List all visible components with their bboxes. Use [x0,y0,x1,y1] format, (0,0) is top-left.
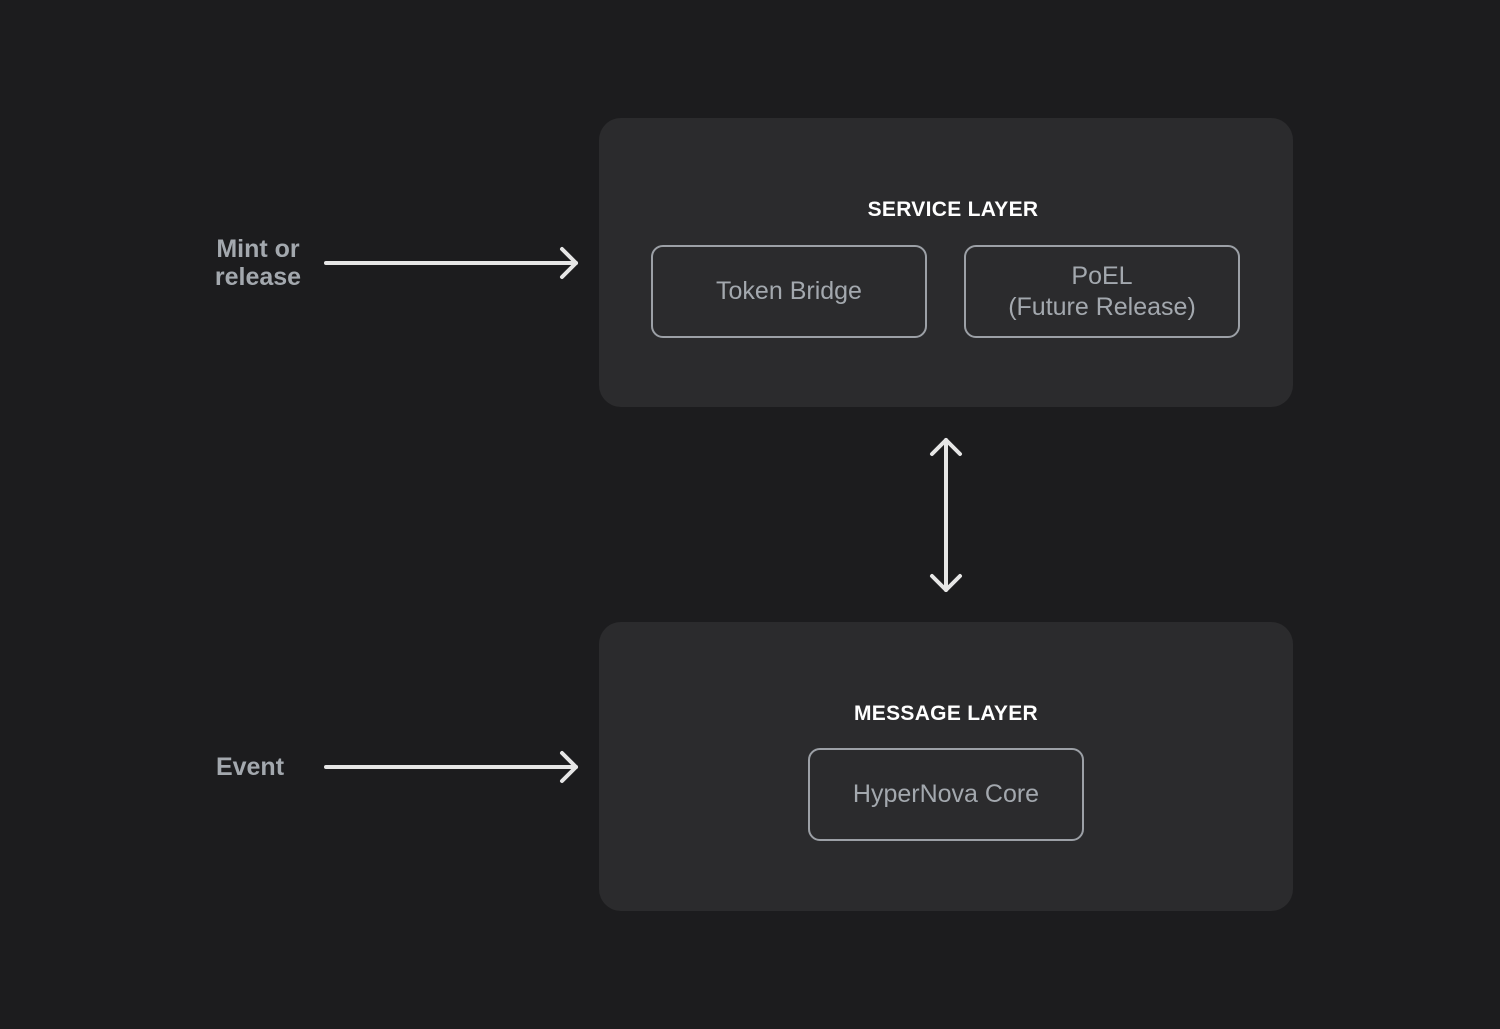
message-layer-title: MESSAGE LAYER [854,702,1038,725]
hypernova-core-module: HyperNova Core [808,748,1084,841]
bidirectional-arrow [930,438,962,592]
service-layer-panel: SERVICE LAYER Token Bridge PoEL (Future … [599,118,1293,407]
event-arrow [324,751,578,783]
poel-module: PoEL (Future Release) [964,245,1240,338]
mint-or-release-label: Mint or release [198,235,318,291]
token-bridge-module: Token Bridge [651,245,927,338]
mint-arrow [324,247,578,279]
service-layer-title: SERVICE LAYER [867,198,1039,221]
message-layer-panel: MESSAGE LAYER HyperNova Core [599,622,1293,911]
poel-label: PoEL [1071,261,1133,290]
poel-release-note: (Future Release) [1008,292,1196,321]
mint-label-line1: Mint or [216,235,300,263]
event-label: Event [215,753,285,781]
mint-label-line2: release [214,263,302,291]
